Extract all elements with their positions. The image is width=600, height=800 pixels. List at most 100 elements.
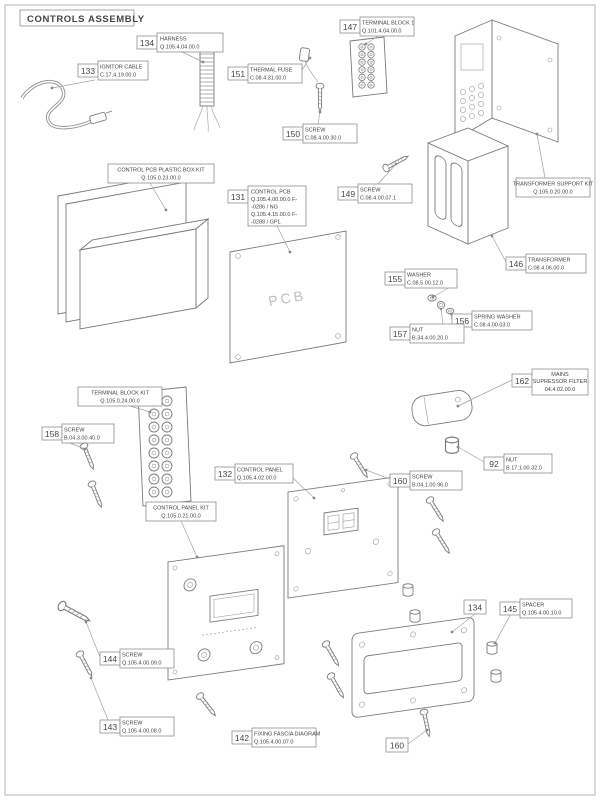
control-pcb-drawing: PCB — [229, 230, 347, 364]
callout-label: MAINS — [551, 372, 569, 378]
callout-number: 92 — [489, 459, 499, 469]
callout-label: SPACER — [522, 603, 544, 609]
callout-label-box — [515, 177, 591, 198]
callout-part: 04.4.02.00.0 — [545, 387, 576, 393]
callout-screw-143: 143 SCREW Q.105.4.00.08.0 — [99, 716, 175, 737]
callout-number: 132 — [218, 469, 232, 479]
callout-label-box — [409, 323, 465, 344]
callout-label: TRANSFORMER — [528, 258, 571, 264]
callout-terminal-block-1: 147 TERMINAL BLOCK 1 Q.101.4.04.00.0 — [339, 16, 415, 37]
callout-label: SCREW — [360, 188, 381, 194]
callout-frame-134: 134 — [463, 599, 487, 615]
pcb-box-kit-drawing — [57, 173, 210, 330]
callout-part: B.34.4.00.20.0 — [412, 336, 448, 342]
callout-number-box — [463, 599, 487, 615]
callout-label-box — [61, 423, 115, 444]
callout-label: SCREW — [64, 428, 85, 434]
control-panel-drawing — [287, 476, 399, 599]
screw-158-drawing-1 — [78, 441, 98, 472]
callout-control-panel: 132 CONTROL PANEL Q.105.4.02.00.0 — [214, 463, 294, 484]
callout-number: 142 — [235, 733, 249, 743]
fascia-drawing — [167, 545, 285, 681]
callout-part: Q.101.4.04.00.0 — [362, 29, 401, 35]
callout-transformer: 146 TRANSFORMER C.08.4.06.00.0 — [505, 253, 587, 274]
callout-number: 131 — [231, 192, 245, 202]
screw-drawing — [424, 495, 448, 524]
callout-label: HARNESS — [160, 37, 187, 43]
callout-label-box — [409, 470, 463, 491]
title-box: CONTROLS ASSEMBLY — [19, 9, 144, 27]
frame-drawing — [351, 617, 475, 718]
page-border — [4, 4, 596, 796]
callout-part: Q.105.0.21.00.0 — [161, 514, 200, 520]
callout-label: TERMINAL BLOCK KIT — [91, 391, 150, 397]
callout-label-box — [503, 453, 553, 474]
callout-number: 149 — [341, 189, 355, 199]
callout-label-box — [519, 598, 573, 619]
callout-part: C.08.4.00.03.0 — [474, 323, 510, 329]
callout-label: SPRING WASHER — [474, 315, 521, 321]
pcb-text: PCB — [267, 287, 307, 309]
callout-part: C.08.4.06.00.0 — [528, 266, 564, 272]
screw-160-drawing — [348, 451, 372, 480]
callout-label: CONTROL PCB — [251, 190, 291, 196]
callout-number: 133 — [81, 66, 95, 76]
callout-part: Q.105.0.23.00.0 — [141, 176, 180, 182]
screw-158-drawing-2 — [86, 479, 106, 510]
callout-label-box — [156, 32, 224, 53]
callout-nut-92: 92 NUT B.17.1.00.32.0 — [483, 453, 553, 474]
mains-filter-drawing — [411, 390, 473, 427]
callout-screw-144: 144 SCREW Q.105.4.00.09.0 — [99, 648, 175, 669]
callout-pcb-box-kit: CONTROL PCB PLASTIC BOX KIT Q.105.0.23.0… — [107, 163, 215, 184]
callout-label: SCREW — [412, 475, 433, 481]
callout-fixing-fascia: 142 FIXING FASCIA DIAGRAM Q.105.4.00.07.… — [231, 727, 321, 748]
callout-part-line: -0288 / GPL — [251, 220, 281, 226]
callout-part: Q.105.4.04.00.0 — [160, 45, 199, 51]
callout-label: SUPRESSOR FILTER — [533, 379, 588, 385]
callout-part-line: Q.105.4.15.00.0 F- — [251, 212, 297, 218]
callout-screw-158: 158 SCREW B.04.3.00.40.0 — [41, 423, 115, 444]
nut-157-drawing — [436, 300, 446, 310]
callout-thermal-fuse: 151 THERMAL FUSE C.08.4.31.00.0 — [227, 63, 303, 84]
callout-part: C.08.4.31.00.0 — [250, 76, 286, 82]
callout-label-box — [234, 463, 294, 484]
callout-screw-150: 150 SCREW C.08.4.00.30.0 — [282, 123, 358, 144]
callout-part: B.04.1.00.96.0 — [412, 483, 448, 489]
callout-number: 134 — [468, 603, 482, 613]
callout-label-box — [359, 16, 415, 37]
callout-label-box — [97, 60, 149, 81]
callout-label: CONTROL PANEL KIT — [153, 506, 209, 512]
callout-label: IGNITOR CABLE — [100, 65, 143, 71]
screw-fascia-drawing — [194, 690, 219, 719]
callout-label-box — [119, 648, 175, 669]
callout-part: B.04.3.00.40.0 — [64, 436, 100, 442]
callout-label: WASHER — [407, 273, 431, 279]
callout-number-box — [385, 737, 409, 753]
transformer-drawing — [426, 127, 510, 245]
callout-number: 160 — [393, 476, 407, 486]
callout-spacer: 145 SPACER Q.105.4.00.10.0 — [499, 598, 573, 619]
callout-label-box — [145, 501, 217, 522]
callout-number: 151 — [231, 69, 245, 79]
callout-number: 155 — [388, 274, 402, 284]
callout-screw-149: 149 SCREW C.08.4.00.07.1 — [337, 183, 413, 204]
ignitor-cable-drawing — [20, 79, 113, 130]
callout-label-box — [471, 310, 533, 331]
callout-part-line: Q.105.4.00.00.0 F- — [251, 197, 297, 203]
callout-label: CONTROL PANEL — [237, 468, 283, 474]
callout-part: C.08.4.00.07.1 — [360, 196, 396, 202]
callout-label: TERMINAL BLOCK 1 — [362, 21, 414, 27]
callout-number: 145 — [503, 604, 517, 614]
thermal-fuse-drawing — [298, 47, 319, 83]
callout-part: C.08.5.00.12.0 — [407, 281, 443, 287]
callout-control-panel-kit: CONTROL PANEL KIT Q.105.0.21.00.0 — [145, 501, 217, 522]
callout-label-box — [119, 716, 175, 737]
callout-number: 147 — [343, 22, 357, 32]
callout-washer: 155 WASHER C.08.5.00.12.0 — [384, 268, 458, 289]
callout-label: CONTROL PCB PLASTIC BOX KIT — [117, 168, 205, 174]
callout-nut-157: 157 NUT B.34.4.00.20.0 — [389, 323, 465, 344]
callout-part-line: -0286 / NG — [251, 205, 278, 211]
callout-harness: 134 HARNESS Q.105.4.04.00.0 — [136, 32, 224, 53]
callout-number: 144 — [103, 654, 117, 664]
